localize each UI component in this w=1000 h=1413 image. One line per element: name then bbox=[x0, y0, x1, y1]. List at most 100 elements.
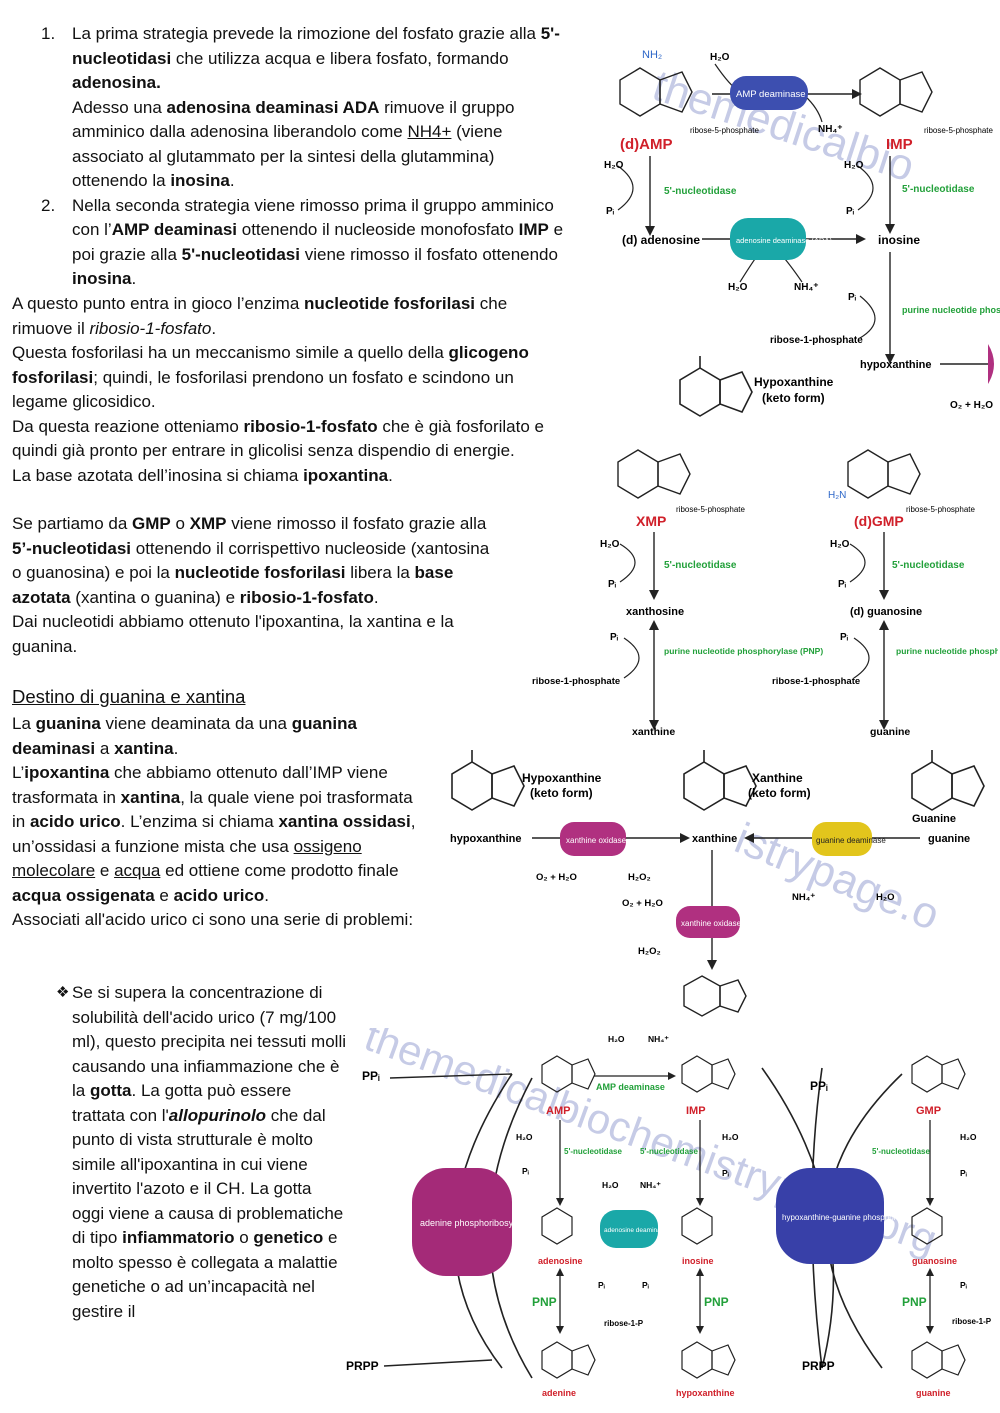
pi-label: Pᵢ bbox=[846, 206, 855, 217]
paragraph-uric-acid-problems: Associati all'acido urico ci sono una se… bbox=[12, 910, 414, 929]
xanthine-oxidase-label-2: xanthine oxidase bbox=[681, 919, 742, 928]
step-2: 2. Nella seconda strategia viene rimosso… bbox=[41, 195, 564, 289]
hypoxanthine-keto-label: Hypoxanthine bbox=[754, 375, 834, 389]
guanine-deaminase-label: guanine deaminase bbox=[816, 836, 886, 845]
ribose-1-p-label: ribose-1-P bbox=[604, 1319, 644, 1328]
prpp-arrow-left bbox=[383, 1359, 493, 1367]
h2o-label: H₂O bbox=[722, 1132, 739, 1142]
nucleotidase-label: 5'-nucleotidase bbox=[664, 560, 737, 571]
section-heading: Destino di guanina e xantina bbox=[12, 686, 246, 707]
arrowhead bbox=[649, 590, 659, 600]
ada-enzyme bbox=[730, 218, 806, 260]
figure-salvage-pathway: themedicalbiochemistrypage.org PPᵢ PRPP … bbox=[346, 1028, 995, 1398]
ribose-5-phosphate-label: ribose-5-phosphate bbox=[676, 505, 745, 514]
figure-xanthine-oxidase: istrypage.o Hypoxanthine (keto form) Xan… bbox=[450, 750, 985, 1017]
pnp-label-3: PNP bbox=[902, 1295, 927, 1309]
pi-r1p-arc bbox=[623, 637, 640, 679]
arrowhead bbox=[856, 234, 866, 244]
arrowhead bbox=[879, 720, 889, 730]
pi-label: Pᵢ bbox=[722, 1168, 729, 1178]
arrowhead bbox=[556, 1268, 564, 1276]
h2o-label: H₂O bbox=[602, 1180, 619, 1190]
arrowhead bbox=[668, 1072, 676, 1080]
h2o-label: H₂O bbox=[604, 160, 624, 171]
nh4-label: NH₄⁺ bbox=[818, 124, 843, 135]
pi-label: Pᵢ bbox=[598, 1280, 605, 1290]
pi-label: Pᵢ bbox=[960, 1280, 967, 1290]
aprt-label: adenine phosphoribosyl transferase (APRT… bbox=[420, 1218, 595, 1228]
hypoxanthine-keto-label: Hypoxanthine bbox=[522, 771, 602, 785]
pnp-label-2: PNP bbox=[704, 1295, 729, 1309]
paragraph-guanine: La guanina viene deaminata da una guanin… bbox=[12, 714, 357, 758]
inosine-label: inosine bbox=[878, 233, 920, 247]
imp-structure bbox=[859, 67, 933, 117]
arrowhead bbox=[852, 89, 862, 99]
arrowhead bbox=[649, 720, 659, 730]
guanosine-ring bbox=[911, 1207, 943, 1245]
d-guanosine-label: (d) guanosine bbox=[850, 606, 922, 618]
arrowhead bbox=[707, 960, 717, 970]
ribose-5-phosphate-label-2: ribose-5-phosphate bbox=[924, 126, 993, 135]
hypoxanthine-label: hypoxanthine bbox=[676, 1388, 735, 1398]
adenine-ring bbox=[541, 1341, 596, 1379]
h2o-label: H₂O bbox=[844, 160, 864, 171]
h2o-label: H₂O bbox=[960, 1132, 977, 1142]
pi-label: Pᵢ bbox=[610, 632, 619, 643]
imp-label: IMP bbox=[686, 1105, 706, 1117]
o2-h2o-label: O₂ + H₂O bbox=[950, 400, 993, 411]
bullet-mark-icon: ❖ bbox=[56, 984, 70, 1001]
hypoxanthine-structure bbox=[679, 356, 753, 417]
pnp-label-1: PNP bbox=[532, 1295, 557, 1309]
h2o2-label: H₂O₂ bbox=[628, 872, 651, 883]
arrowhead bbox=[926, 1268, 934, 1276]
pi-label: Pᵢ bbox=[838, 579, 847, 590]
pi-label: Pᵢ bbox=[960, 1168, 967, 1178]
keto-form-label: (keto form) bbox=[762, 391, 825, 405]
pi-label: Pᵢ bbox=[840, 632, 849, 643]
xanthine-oxidase-label-1: xanthine oxidase bbox=[566, 836, 627, 845]
arrowhead bbox=[696, 1198, 704, 1206]
pnp-label: purine nucleotide phosphorylase (PNP) bbox=[902, 305, 1000, 315]
xanthine-keto-label: Xanthine bbox=[752, 771, 803, 785]
paragraph-xanthine-oxidase: L’ipoxantina che abbiamo ottenuto dall’I… bbox=[12, 763, 416, 905]
nucleotidase-label: 5'-nucleotidase bbox=[564, 1147, 622, 1156]
guanine-structure bbox=[911, 750, 985, 811]
hypoxanthine-label: hypoxanthine bbox=[450, 833, 522, 845]
xanthine-oxidase-enzyme-2 bbox=[676, 906, 740, 938]
ribose-1-p-label-2: ribose-1-P bbox=[952, 1317, 992, 1326]
nh4-label: NH₄⁺ bbox=[648, 1034, 669, 1044]
nucleotidase-label: 5'-nucleotidase bbox=[664, 186, 737, 197]
guanine-deaminase-enzyme bbox=[812, 822, 872, 856]
gmp-structure bbox=[847, 449, 921, 499]
figure-amp-to-hypoxanthine: themedicalbio NH₂ ribose-5-phosphate (d)… bbox=[604, 49, 1000, 417]
xanthosine-label: xanthosine bbox=[626, 606, 684, 618]
ada-enzyme bbox=[600, 1210, 658, 1248]
ribose-1-phosphate-label: ribose-1-phosphate bbox=[532, 676, 620, 687]
amp-ring bbox=[541, 1055, 596, 1093]
amp-label: AMP bbox=[546, 1105, 570, 1117]
h2o-label: H₂O bbox=[830, 539, 850, 550]
inosine-ring bbox=[681, 1207, 713, 1245]
amp-deaminase-label: AMP deaminase bbox=[736, 89, 806, 100]
step-1: 1. La prima strategia prevede la rimozio… bbox=[41, 24, 560, 190]
arrowhead bbox=[645, 226, 655, 236]
pi-label: Pᵢ bbox=[642, 1280, 649, 1290]
ppi-arrow-left bbox=[389, 1073, 513, 1079]
h2o-label: H₂O bbox=[876, 892, 894, 903]
ribose-5-phosphate-label: ribose-5-phosphate bbox=[690, 126, 759, 135]
arrowhead bbox=[879, 590, 889, 600]
pi-label: Pᵢ bbox=[606, 206, 615, 217]
xanthine-label: xanthine bbox=[632, 726, 675, 737]
adenosine-ring bbox=[541, 1207, 573, 1245]
nucleotidase-label: 5'-nucleotidase bbox=[892, 560, 965, 571]
numbered-steps: 1. La prima strategia prevede la rimozio… bbox=[12, 22, 564, 292]
h2o-label: H₂O bbox=[600, 539, 620, 550]
pnp-label: purine nucleotide phosphorylase (PNP) bbox=[896, 646, 998, 656]
paragraph-ribose-1-phosphate: Da questa reazione otteniamo ribosio-1-f… bbox=[12, 416, 544, 461]
h2o-label: H₂O bbox=[728, 282, 748, 293]
keto-form-label: (keto form) bbox=[530, 786, 593, 800]
nh4-label: NH₄⁺ bbox=[792, 892, 815, 903]
h2o-pi-arc bbox=[617, 165, 634, 211]
arrowhead bbox=[680, 833, 690, 843]
paragraphs-block-1: A questo punto entra in gioco l’enzima n… bbox=[12, 292, 560, 488]
